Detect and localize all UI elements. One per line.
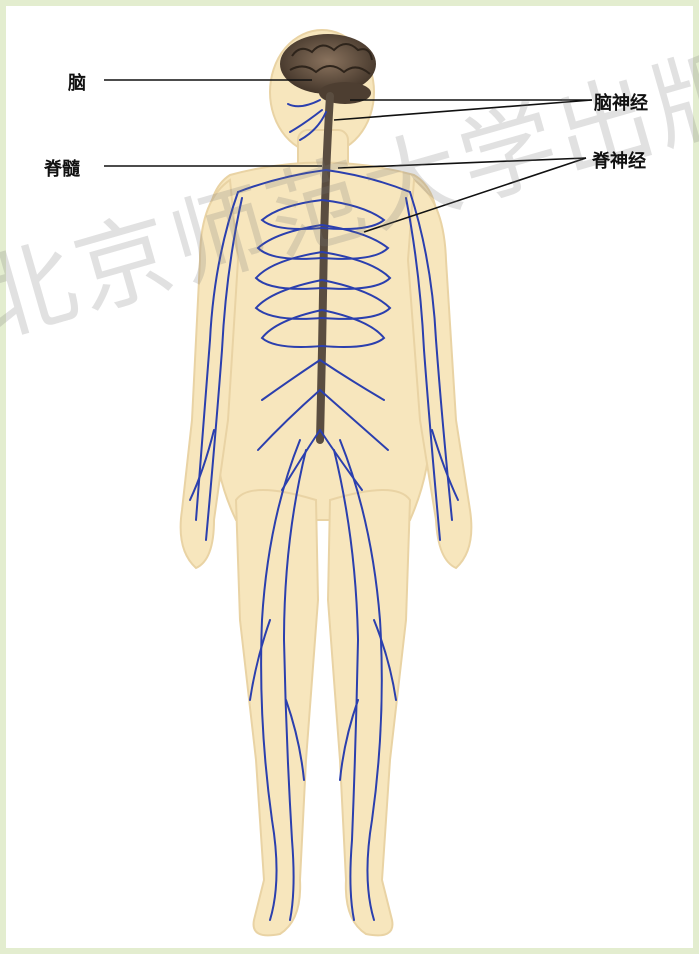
label-cranial-nerve: 脑神经 xyxy=(594,89,648,115)
label-brain: 脑 xyxy=(68,69,86,95)
label-spinal-cord: 脊髓 xyxy=(44,155,80,181)
leader-spinal-nerve-1 xyxy=(338,158,586,168)
label-spinal-nerve: 脊神经 xyxy=(592,147,646,173)
